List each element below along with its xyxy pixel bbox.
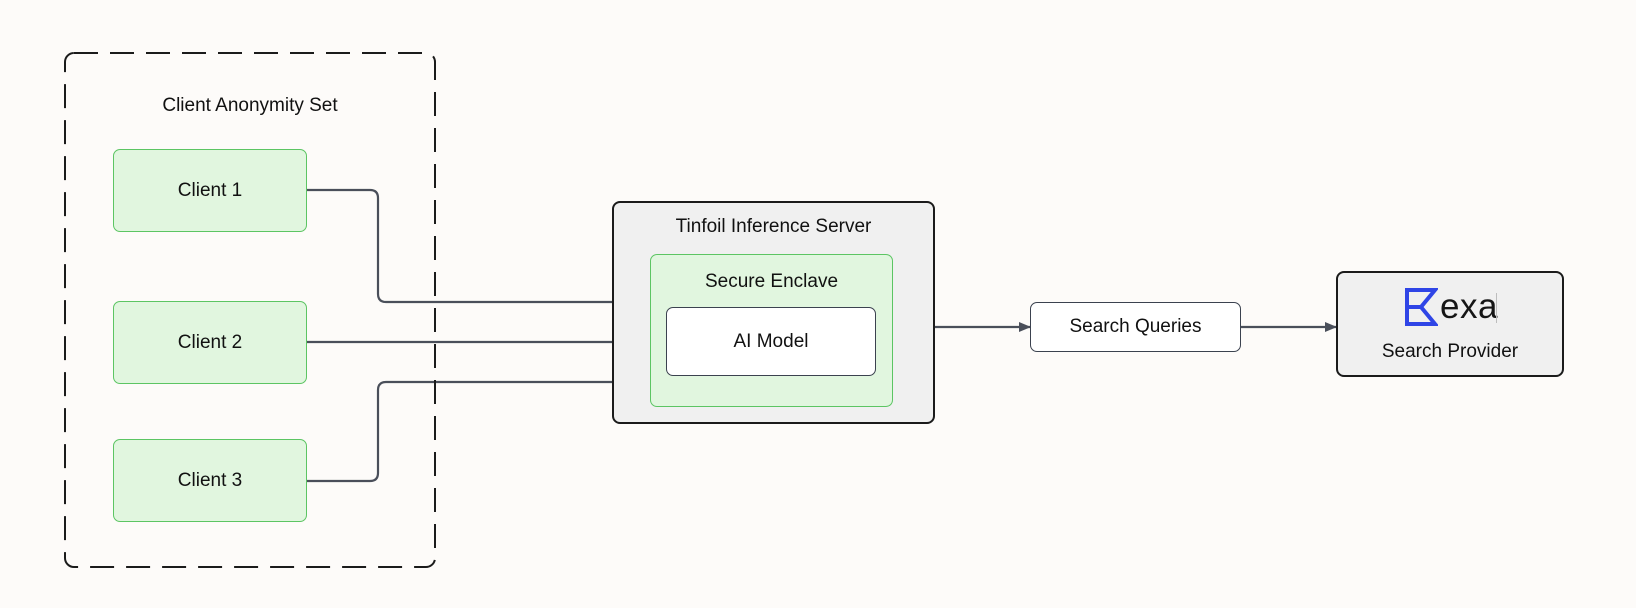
client-1-box: Client 1 — [113, 149, 307, 232]
secure-enclave-title: Secure Enclave — [704, 271, 839, 292]
ai-model-box: AI Model — [666, 307, 876, 376]
client-2-box: Client 2 — [113, 301, 307, 384]
search-queries-label: Search Queries — [1069, 316, 1202, 337]
client-3-box: Client 3 — [113, 439, 307, 522]
search-queries-box: Search Queries — [1030, 302, 1241, 352]
client-1-label: Client 1 — [177, 179, 243, 201]
arrow-client1-to-enclave — [305, 188, 649, 307]
logo-cursor-divider — [1496, 293, 1497, 323]
anonymity-set-boundary — [64, 52, 436, 568]
anonymity-set-title: Client Anonymity Set — [162, 95, 338, 116]
search-provider-box — [1336, 271, 1564, 377]
ai-model-label: AI Model — [733, 330, 809, 352]
inference-server-title: Tinfoil Inference Server — [675, 216, 872, 237]
search-provider-label: Search Provider — [1381, 341, 1519, 362]
client-3-label: Client 3 — [177, 469, 243, 491]
exa-logo-text: exa — [1440, 287, 1498, 326]
exa-logo-icon — [1405, 288, 1438, 326]
arrow-client3-to-enclave — [305, 377, 649, 483]
client-2-label: Client 2 — [177, 331, 243, 353]
